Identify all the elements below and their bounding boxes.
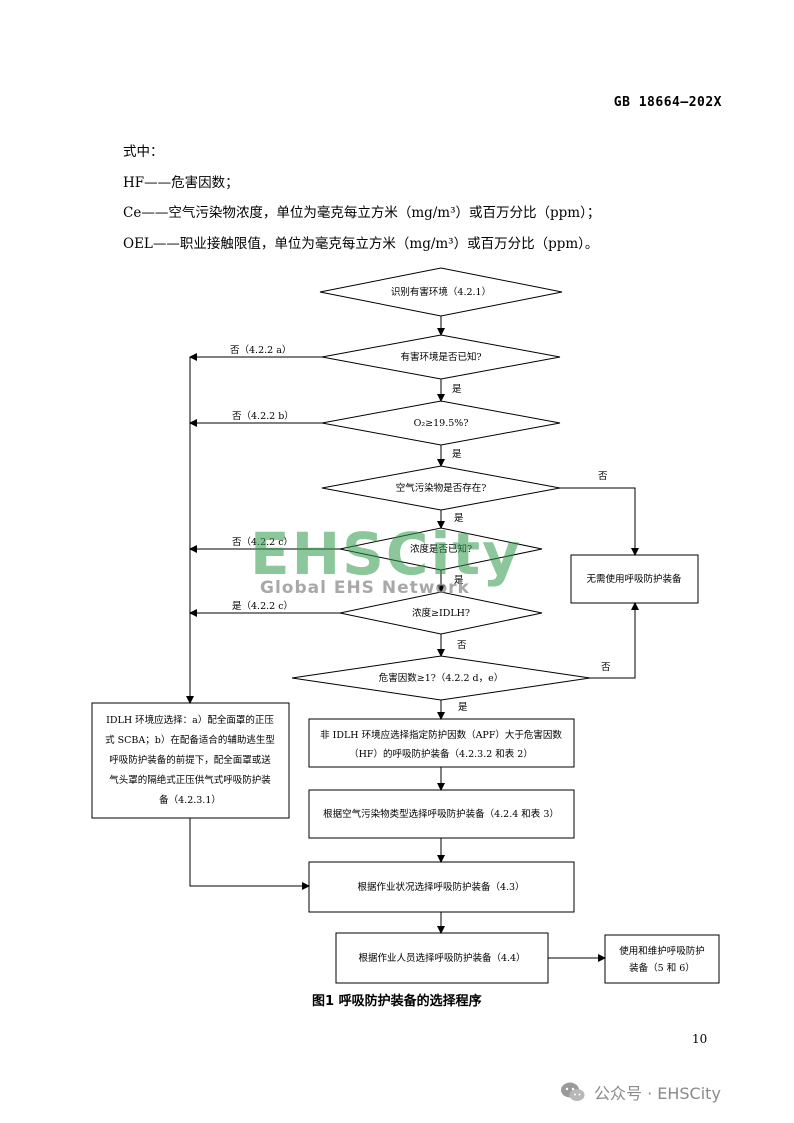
box-idlh-line: 呼吸防护装备的前提下，配全面罩或送 [109, 754, 271, 766]
decision-hf-label: 危害因数≥1?（4.2.2 d，e） [379, 672, 504, 684]
body-line: HF——危害因数； [123, 174, 239, 191]
page-number: 10 [692, 1032, 708, 1046]
watermark-subtitle: Global EHS Network [260, 578, 470, 598]
box-apf-line: （HF）的呼吸防护装备（4.2.3.2 和表 2） [349, 748, 533, 760]
box-apf-line: 非 IDLH 环境应选择指定防护因数（APF）大于危害因数 [320, 729, 562, 741]
body-line: OEL——职业接触限值，单位为毫克每立方米（mg/m³）或百万分比（ppm）。 [123, 235, 599, 252]
decision-idlh [339, 591, 543, 635]
box-no-need-label: 无需使用呼吸防护装备 [586, 573, 682, 585]
box-idlh-line: 气头罩的隔绝式正压供气式呼吸防护装 [109, 774, 271, 786]
box-idlh-line: 备（4.2.3.1） [159, 794, 221, 806]
edge-label-yes: 是 [452, 384, 462, 395]
decision-known [321, 334, 561, 380]
edge-label-no-c: 否（4.2.2 c） [232, 536, 293, 548]
edge-label-no-b: 否（4.2.2 b） [232, 410, 294, 422]
box-use [604, 934, 720, 984]
edge-label-no: 否 [601, 662, 611, 673]
edge-label-yes: 是 [458, 702, 468, 713]
box-idlh-line: 式 SCBA；b）在配备适合的辅助逃生型 [105, 734, 275, 746]
decision-identify [319, 267, 563, 317]
decision-conc-known [339, 527, 543, 571]
decision-pollutant-label: 空气污染物是否存在? [396, 482, 487, 494]
decision-identify-label: 识别有害环境（4.2.1） [391, 286, 491, 298]
box-use-line: 使用和维护呼吸防护 [619, 945, 705, 957]
box-work-label: 根据作业状况选择呼吸防护装备（4.3） [357, 881, 524, 893]
decision-idlh-label: 浓度≥IDLH? [412, 607, 470, 619]
body-line: Ce——空气污染物浓度，单位为毫克每立方米（mg/m³）或百万分比（ppm）； [123, 205, 601, 221]
wechat-icon [561, 1082, 585, 1101]
edge-label-yes: 是 [454, 575, 464, 586]
watermark-logo: EHSCity [250, 520, 522, 588]
box-idlh-line: IDLH 环境应选择：a）配全面罩的正压 [106, 714, 274, 726]
box-pollutant-label: 根据空气污染物类型选择呼吸防护装备（4.2.4 和表 3） [323, 808, 559, 820]
edge-label-yes-c: 是（4.2.2 c） [232, 600, 293, 612]
standard-number: GB 18664—202X [613, 95, 722, 110]
edge-label-yes: 是 [452, 449, 462, 460]
decision-conc-known-label: 浓度是否已知? [410, 543, 472, 555]
body-line: 式中： [123, 144, 164, 160]
box-person-label: 根据作业人员选择呼吸防护装备（4.4） [358, 952, 525, 964]
footer-text: 公众号 · EHSCity [594, 1084, 721, 1103]
edge-label-yes: 是 [454, 513, 464, 524]
edge-label-no-a: 否（4.2.2 a） [230, 344, 291, 356]
decision-o2-label: O₂≥19.5%? [414, 418, 469, 429]
decision-known-label: 有害环境是否已知? [400, 351, 481, 363]
footer-wechat: 公众号 · EHSCity [560, 1080, 721, 1104]
figure-caption: 图1 呼吸防护装备的选择程序 [312, 994, 482, 1009]
body-text: 式中： HF——危害因数； Ce——空气污染物浓度，单位为毫克每立方米（mg/m… [123, 137, 600, 259]
box-use-line: 装备（5 和 6） [629, 962, 695, 974]
edge-label-no: 否 [598, 471, 608, 482]
decision-o2 [321, 400, 561, 446]
edge-label-no: 否 [457, 640, 467, 651]
